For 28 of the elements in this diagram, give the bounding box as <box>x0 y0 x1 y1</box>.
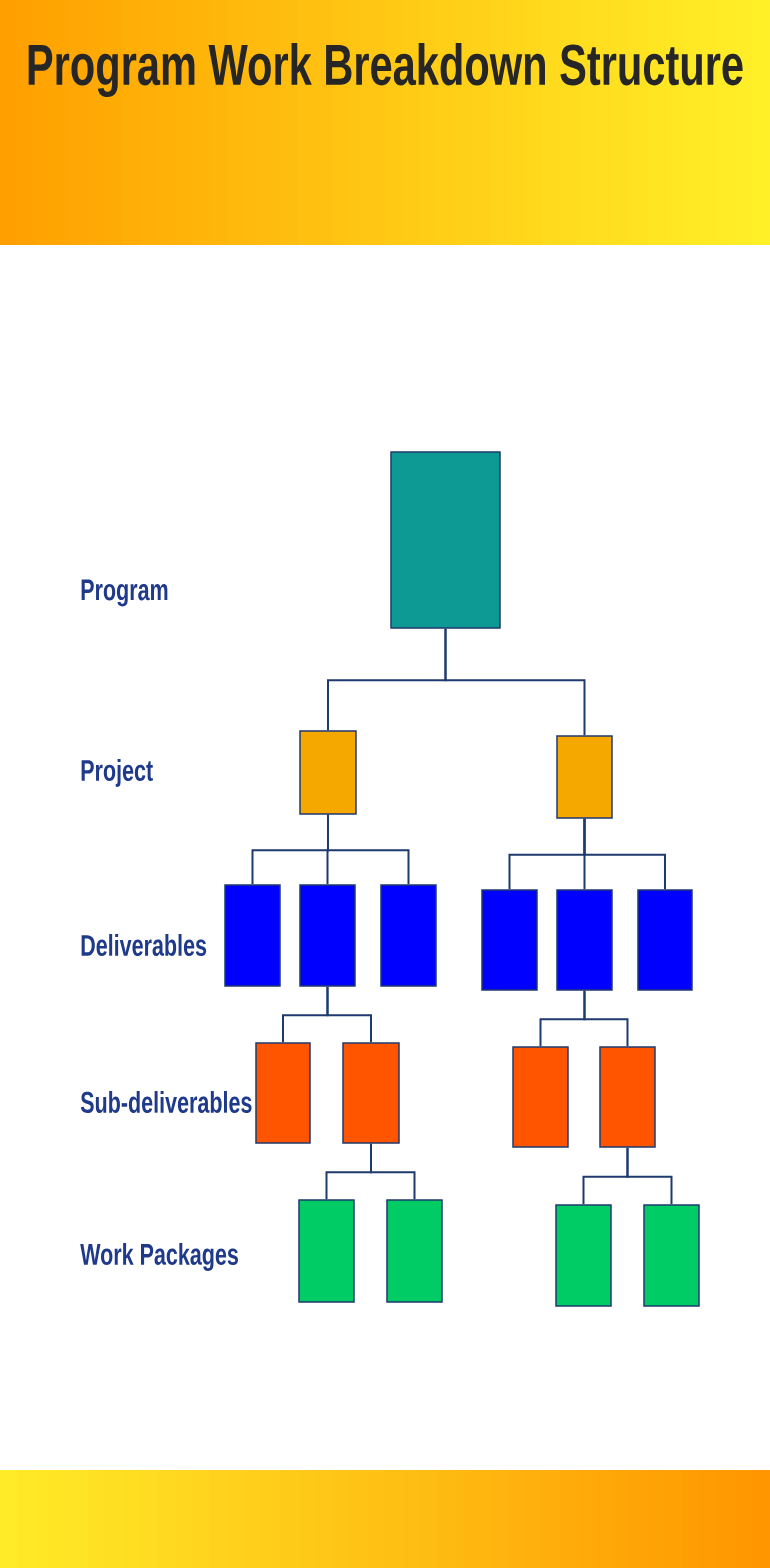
wbs-box <box>342 1042 400 1144</box>
wbs-box <box>556 889 613 991</box>
connector-line <box>583 817 666 891</box>
connector-line <box>583 989 629 1048</box>
wbs-box <box>512 1046 569 1148</box>
connector-line <box>370 1142 416 1201</box>
connector-line <box>626 1146 673 1206</box>
connector-line <box>326 985 372 1044</box>
connector-line <box>327 813 410 886</box>
level-label: Program <box>81 579 168 607</box>
wbs-box <box>390 451 501 629</box>
wbs-box <box>380 884 437 987</box>
wbs-box <box>255 1042 311 1144</box>
wbs-box <box>481 889 538 991</box>
wbs-box <box>299 884 356 987</box>
wbs-box <box>637 889 693 991</box>
wbs-box <box>556 735 613 819</box>
connector-line <box>444 627 586 737</box>
wbs-box <box>555 1204 612 1307</box>
level-label: Project <box>81 759 153 787</box>
wbs-box <box>298 1199 355 1303</box>
wbs-box <box>299 730 357 815</box>
level-label: Work Packages <box>80 1243 238 1271</box>
wbs-box <box>386 1199 443 1303</box>
wbs-box <box>599 1046 656 1148</box>
title: Program Work Breakdown Structure <box>28 42 743 98</box>
wbs-box <box>643 1204 700 1307</box>
wbs-box <box>224 884 281 987</box>
